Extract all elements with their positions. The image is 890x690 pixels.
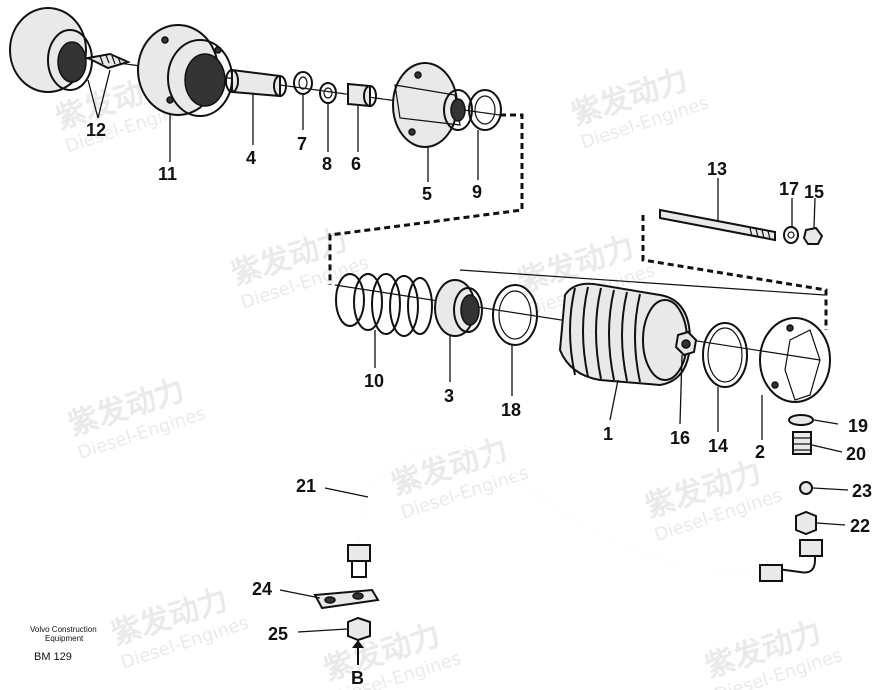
callout-23: 23 xyxy=(852,481,872,501)
callout-b: B xyxy=(351,668,364,688)
drawing-code: BM 129 xyxy=(34,651,72,663)
part-17-washer xyxy=(783,226,799,244)
part-14-ring xyxy=(702,322,748,388)
part-23-ball xyxy=(799,481,813,495)
guide-line-upper xyxy=(459,269,826,296)
part-9-o-ring xyxy=(468,89,502,131)
callout-5: 5 xyxy=(422,184,432,204)
callout-10: 10 xyxy=(364,371,384,391)
callout-19: 19 xyxy=(848,416,868,436)
part-5-flange xyxy=(392,62,473,148)
manufacturer-line-2: Equipment xyxy=(45,634,84,643)
callout-16: 16 xyxy=(670,428,690,448)
leader-lines xyxy=(87,69,849,633)
part-8-washer xyxy=(319,82,337,104)
callout-15: 15 xyxy=(804,182,824,202)
assembly-connection-line xyxy=(328,113,524,285)
part-3-cup-seal xyxy=(434,279,483,337)
part-11-flange-housing xyxy=(137,24,233,117)
part-2-cover-plate xyxy=(759,317,831,403)
part-16-nut xyxy=(674,330,698,357)
callout-11: 11 xyxy=(158,164,177,184)
callout-3: 3 xyxy=(444,386,454,406)
drawing-footer: Volvo Construction Equipment BM 129 xyxy=(30,625,97,663)
callout-4: 4 xyxy=(246,148,256,168)
manufacturer-line-1: Volvo Construction xyxy=(30,625,97,634)
part-25-nut xyxy=(347,616,371,642)
part-24-clamp xyxy=(313,588,380,610)
part-12-bolt xyxy=(84,52,131,70)
callout-8: 8 xyxy=(322,154,332,174)
view-arrow-b xyxy=(352,640,364,665)
callout-13: 13 xyxy=(707,159,727,179)
part-1-bellows xyxy=(558,282,692,387)
callout-labels: 12 11 4 7 8 6 5 9 13 17 15 10 3 18 1 16 … xyxy=(86,120,872,688)
callout-2: 2 xyxy=(755,442,765,462)
callout-1: 1 xyxy=(603,424,613,444)
callout-21: 21 xyxy=(296,476,316,496)
callout-17: 17 xyxy=(779,179,799,199)
callout-24: 24 xyxy=(252,579,272,599)
part-18-ring xyxy=(492,284,538,346)
part-13-stud xyxy=(659,208,776,242)
part-19-seal-washer xyxy=(788,414,814,426)
part-12-cup xyxy=(9,7,93,93)
part-7-washer xyxy=(293,71,313,95)
part-21-hose xyxy=(356,445,823,582)
part-4-sleeve xyxy=(225,68,287,98)
part-6-bushing xyxy=(347,82,377,108)
callout-9: 9 xyxy=(472,182,482,202)
callout-14: 14 xyxy=(708,436,728,456)
hose-end-fitting xyxy=(347,544,371,578)
callout-22: 22 xyxy=(850,516,870,536)
part-10-spring xyxy=(335,273,433,337)
callout-6: 6 xyxy=(351,154,361,174)
callout-20: 20 xyxy=(846,444,866,464)
callout-25: 25 xyxy=(268,624,288,644)
part-20-union xyxy=(792,431,812,455)
callout-12: 12 xyxy=(86,120,106,140)
callout-7: 7 xyxy=(297,134,307,154)
callout-18: 18 xyxy=(501,400,521,420)
part-15-nut xyxy=(802,226,824,245)
part-22-nut xyxy=(795,510,817,536)
stud-connection-line xyxy=(641,215,828,330)
